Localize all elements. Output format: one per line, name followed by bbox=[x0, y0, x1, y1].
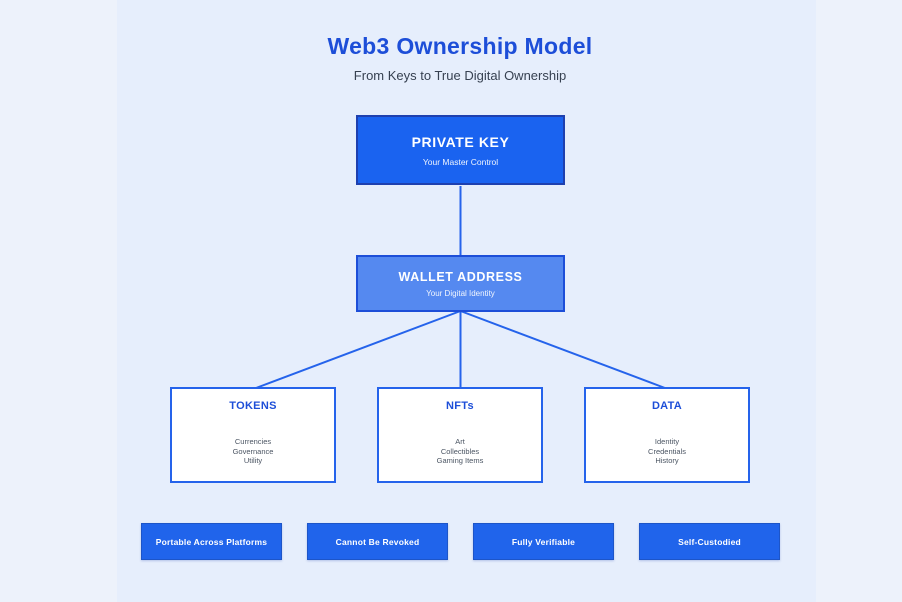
nfts-item: Gaming Items bbox=[436, 456, 484, 465]
node-nfts: NFTs Art Collectibles Gaming Items bbox=[377, 387, 543, 483]
tokens-title: TOKENS bbox=[229, 400, 277, 412]
nfts-items: Art Collectibles Gaming Items bbox=[379, 437, 541, 466]
tokens-items: Currencies Governance Utility bbox=[172, 437, 334, 466]
data-item: Identity bbox=[654, 437, 680, 446]
node-wallet-address: WALLET ADDRESS Your Digital Identity bbox=[356, 255, 565, 312]
badge-self-custodied: Self-Custodied bbox=[639, 523, 780, 560]
private-key-subtitle: Your Master Control bbox=[422, 156, 499, 167]
tokens-item: Governance bbox=[232, 446, 274, 456]
badge-portable-across-platforms: Portable Across Platforms bbox=[141, 523, 282, 560]
wallet-address-title: WALLET ADDRESS bbox=[398, 269, 523, 284]
page-subtitle: From Keys to True Digital Ownership bbox=[353, 68, 567, 83]
tokens-item: Currencies bbox=[234, 437, 272, 446]
node-private-key: PRIVATE KEY Your Master Control bbox=[356, 115, 565, 185]
data-item: Credentials bbox=[648, 446, 686, 456]
node-tokens: TOKENS Currencies Governance Utility bbox=[170, 387, 336, 483]
wallet-address-subtitle: Your Digital Identity bbox=[426, 288, 495, 298]
node-data: DATA Identity Credentials History bbox=[584, 387, 750, 483]
data-item: History bbox=[655, 456, 679, 465]
data-items: Identity Credentials History bbox=[586, 437, 748, 466]
nfts-item: Collectibles bbox=[440, 446, 480, 456]
data-title: DATA bbox=[651, 400, 683, 412]
nfts-item: Art bbox=[455, 437, 465, 446]
badge-fully-verifiable: Fully Verifiable bbox=[473, 523, 614, 560]
badge-cannot-be-revoked: Cannot Be Revoked bbox=[307, 523, 448, 560]
tokens-item: Utility bbox=[243, 456, 263, 465]
page-title: Web3 Ownership Model bbox=[327, 33, 593, 59]
private-key-title: PRIVATE KEY bbox=[411, 133, 510, 150]
nfts-title: NFTs bbox=[446, 400, 474, 412]
